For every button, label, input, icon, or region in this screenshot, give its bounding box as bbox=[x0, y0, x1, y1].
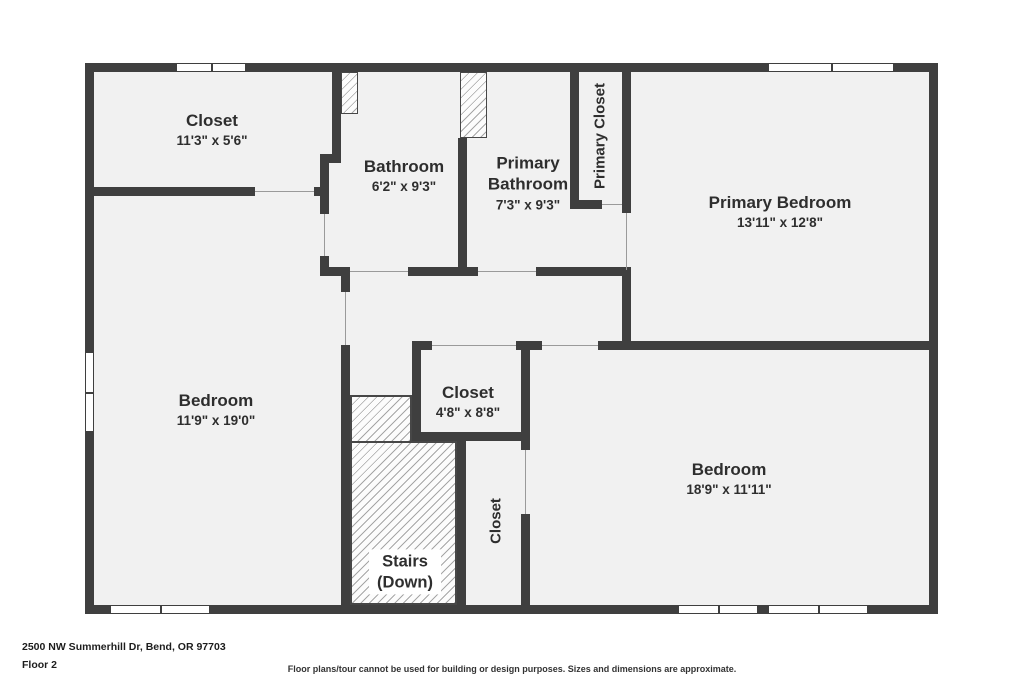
room-label-closet-mid: Closet 4'8" x 8'8" bbox=[436, 382, 500, 422]
door-opening-bedroom-left bbox=[345, 292, 346, 345]
room-name: Primary Bedroom bbox=[708, 193, 852, 213]
wall-closet-top-right bbox=[332, 63, 341, 163]
wall-primary-bedroom-left-b bbox=[622, 270, 631, 350]
wall-closet-vertical-left bbox=[457, 441, 466, 605]
room-label-bathroom: Bathroom 6'2" x 9'3" bbox=[364, 156, 444, 196]
door-opening-closet-top bbox=[255, 191, 314, 192]
wall-bath-bottom-b bbox=[408, 267, 478, 276]
wall-bath-bottom-a bbox=[320, 267, 350, 276]
wall-primary-bedroom-left-a bbox=[622, 63, 631, 213]
window-bottom-right-a bbox=[678, 605, 758, 614]
wall-bath-bottom-c bbox=[536, 267, 631, 276]
room-dims: 11'3" x 5'6" bbox=[176, 133, 248, 149]
room-name: Bedroom bbox=[691, 460, 767, 480]
footer-address: 2500 NW Summerhill Dr, Bend, OR 97703 bbox=[22, 641, 226, 653]
wall-closet-column-right-b bbox=[521, 514, 530, 614]
wall-outer-right bbox=[929, 63, 938, 614]
wall-mid-horizontal-a bbox=[412, 341, 432, 350]
wall-outer-bottom bbox=[85, 605, 938, 614]
footer-disclaimer: Floor plans/tour cannot be used for buil… bbox=[287, 664, 737, 674]
room-label-closet-top: Closet 11'3" x 5'6" bbox=[176, 110, 247, 150]
room-label-primary-bedroom: Primary Bedroom 13'11" x 12'8" bbox=[709, 192, 852, 232]
door-opening-closet-vertical bbox=[525, 450, 526, 514]
room-dims: 6'2" x 9'3" bbox=[371, 179, 437, 195]
chimney-hatch-center bbox=[460, 72, 487, 138]
room-label-bedroom-right: Bedroom 18'9" x 11'11" bbox=[686, 459, 771, 499]
wall-bedroom-left-right-a bbox=[341, 276, 350, 292]
wall-bath-divider bbox=[458, 138, 467, 276]
room-label-stairs: Stairs (Down) bbox=[369, 549, 441, 595]
wall-bathroom-left-b bbox=[320, 256, 329, 276]
window-top-left bbox=[176, 63, 246, 72]
door-opening-primary-closet bbox=[602, 204, 622, 205]
window-bottom-left bbox=[110, 605, 210, 614]
room-label-bedroom-left: Bedroom 11'9" x 19'0" bbox=[177, 390, 256, 430]
wall-mid-horizontal-c bbox=[598, 341, 938, 350]
room-name: Primary Bathroom bbox=[487, 153, 569, 194]
wall-bathroom-jog bbox=[320, 154, 341, 163]
window-bottom-right-b bbox=[768, 605, 868, 614]
room-dims: 13'11" x 12'8" bbox=[736, 215, 824, 231]
wall-outer-left bbox=[85, 63, 94, 614]
room-label-primary-bathroom: Primary Bathroom 7'3" x 9'3" bbox=[472, 152, 584, 213]
floor-plan-interior bbox=[85, 63, 938, 614]
wall-closet-mid-left bbox=[412, 341, 421, 441]
door-opening-primary-bathroom bbox=[478, 271, 536, 272]
footer-floor-label: Floor 2 bbox=[22, 659, 58, 671]
room-name: Closet bbox=[186, 111, 238, 131]
room-dims: 18'9" x 11'11" bbox=[686, 482, 772, 498]
wall-closet-top-bottom-a bbox=[85, 187, 255, 196]
chimney-hatch-left bbox=[341, 72, 358, 114]
door-opening-closet-mid bbox=[432, 345, 516, 346]
room-name: Closet bbox=[487, 498, 505, 544]
door-opening-bathroom-left bbox=[324, 214, 325, 256]
wall-outer-top bbox=[85, 63, 938, 72]
wall-closet-mid-bottom bbox=[412, 432, 530, 441]
stairs-hatch-upper bbox=[350, 395, 412, 441]
room-label-closet-vertical: Closet bbox=[488, 498, 507, 544]
window-top-right bbox=[768, 63, 894, 72]
room-name: Bedroom bbox=[178, 391, 254, 411]
room-dims: 4'8" x 8'8" bbox=[435, 405, 501, 421]
door-opening-bathroom bbox=[350, 271, 408, 272]
stairs-label-line1: Stairs bbox=[382, 552, 428, 571]
room-name: Closet bbox=[442, 383, 494, 403]
room-name: Bathroom bbox=[363, 157, 445, 177]
room-dims: 11'9" x 19'0" bbox=[176, 413, 256, 429]
room-name: Primary Closet bbox=[591, 83, 609, 189]
stairs-label-line2: (Down) bbox=[377, 573, 433, 591]
door-opening-bedroom-right bbox=[542, 345, 598, 346]
wall-closet-column-right-a bbox=[521, 341, 530, 450]
wall-primary-closet-left bbox=[570, 63, 579, 209]
wall-primary-closet-bottom bbox=[570, 200, 602, 209]
door-opening-primary-bedroom bbox=[626, 213, 627, 270]
wall-bedroom-left-right-b bbox=[341, 345, 350, 614]
room-dims: 7'3" x 9'3" bbox=[495, 196, 561, 212]
room-label-primary-closet: Primary Closet bbox=[592, 83, 611, 189]
window-left bbox=[85, 352, 94, 432]
wall-bathroom-left-a bbox=[320, 154, 329, 214]
